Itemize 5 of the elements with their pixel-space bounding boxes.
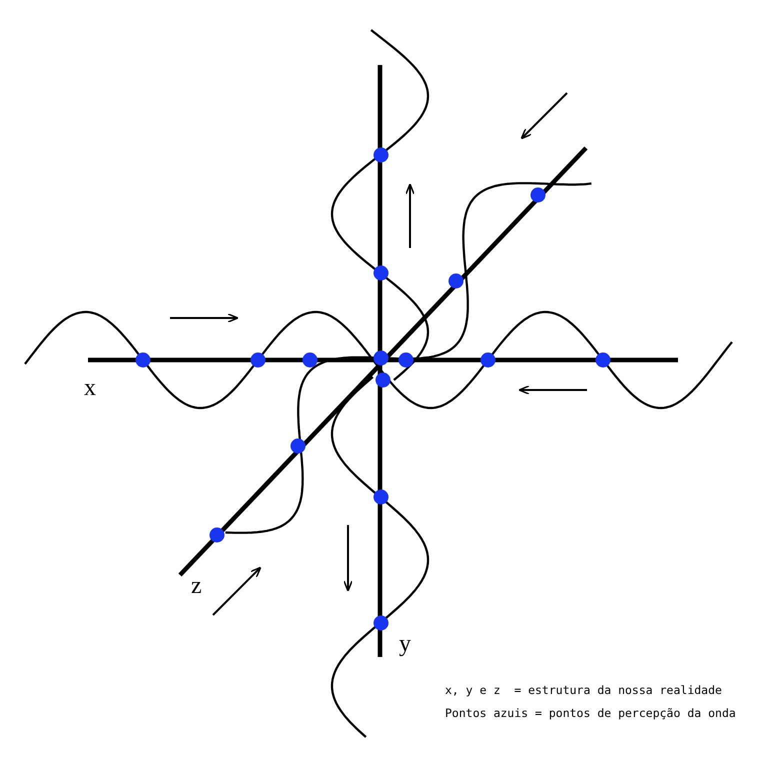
note-text: x, y e z = estrutura da nossa realidade	[445, 684, 722, 698]
note-text: Pontos azuis = pontos de percepção da onda	[445, 707, 736, 721]
axis-label: z	[191, 574, 202, 598]
axis-label: y	[399, 632, 411, 656]
axis-label: x	[84, 376, 96, 400]
